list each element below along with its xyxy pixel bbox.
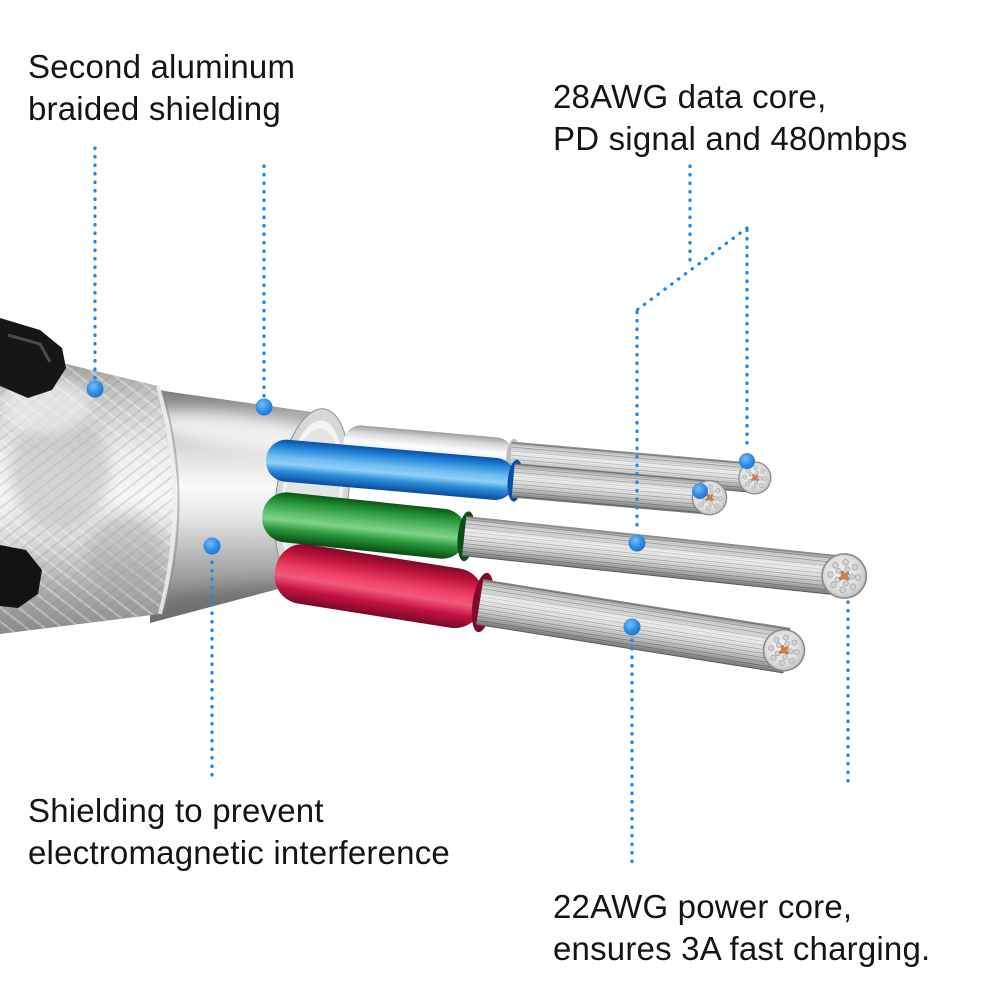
leader-dot-data-core-right [739, 453, 755, 469]
label-line: braided shielding [28, 90, 281, 128]
wire-green-power [262, 492, 868, 599]
label-emi-shielding: Shielding to prevent electromagnetic int… [28, 790, 450, 874]
leader-dot-emi-shield [203, 537, 221, 555]
label-line: electromagnetic interference [28, 834, 450, 872]
leader-lines [93, 146, 850, 870]
label-line: PD signal and 480mbps [553, 120, 908, 158]
leader-dot-power-core [623, 618, 641, 636]
label-line: Second aluminum [28, 48, 296, 85]
wire-end-cap-green [821, 553, 868, 599]
leader-dot-data-core-middle [628, 534, 646, 552]
label-line: ensures 3A fast charging. [553, 930, 931, 968]
wire-end-cap-white [738, 461, 772, 495]
leader-dot-data-core-small [692, 483, 708, 499]
label-line: 22AWG power core, [553, 888, 853, 925]
leader-dots [86, 380, 755, 636]
label-braided-shielding: Second aluminum braided shielding [28, 46, 295, 130]
wire-end-cap-red [762, 628, 806, 672]
leader-dot-shield-edge [255, 398, 273, 416]
jacket-fragment-bottom [0, 545, 42, 608]
braided-shielding [0, 318, 180, 634]
label-data-core: 28AWG data core, PD signal and 480mbps [553, 76, 908, 160]
wire-blue-data [266, 439, 728, 516]
leader-dot-braid [86, 380, 104, 398]
label-power-core: 22AWG power core, ensures 3A fast chargi… [553, 886, 930, 970]
label-line: Shielding to prevent [28, 792, 324, 829]
leader-line-data-core-diagonal [635, 226, 749, 312]
label-line: 28AWG data core, [553, 78, 827, 115]
